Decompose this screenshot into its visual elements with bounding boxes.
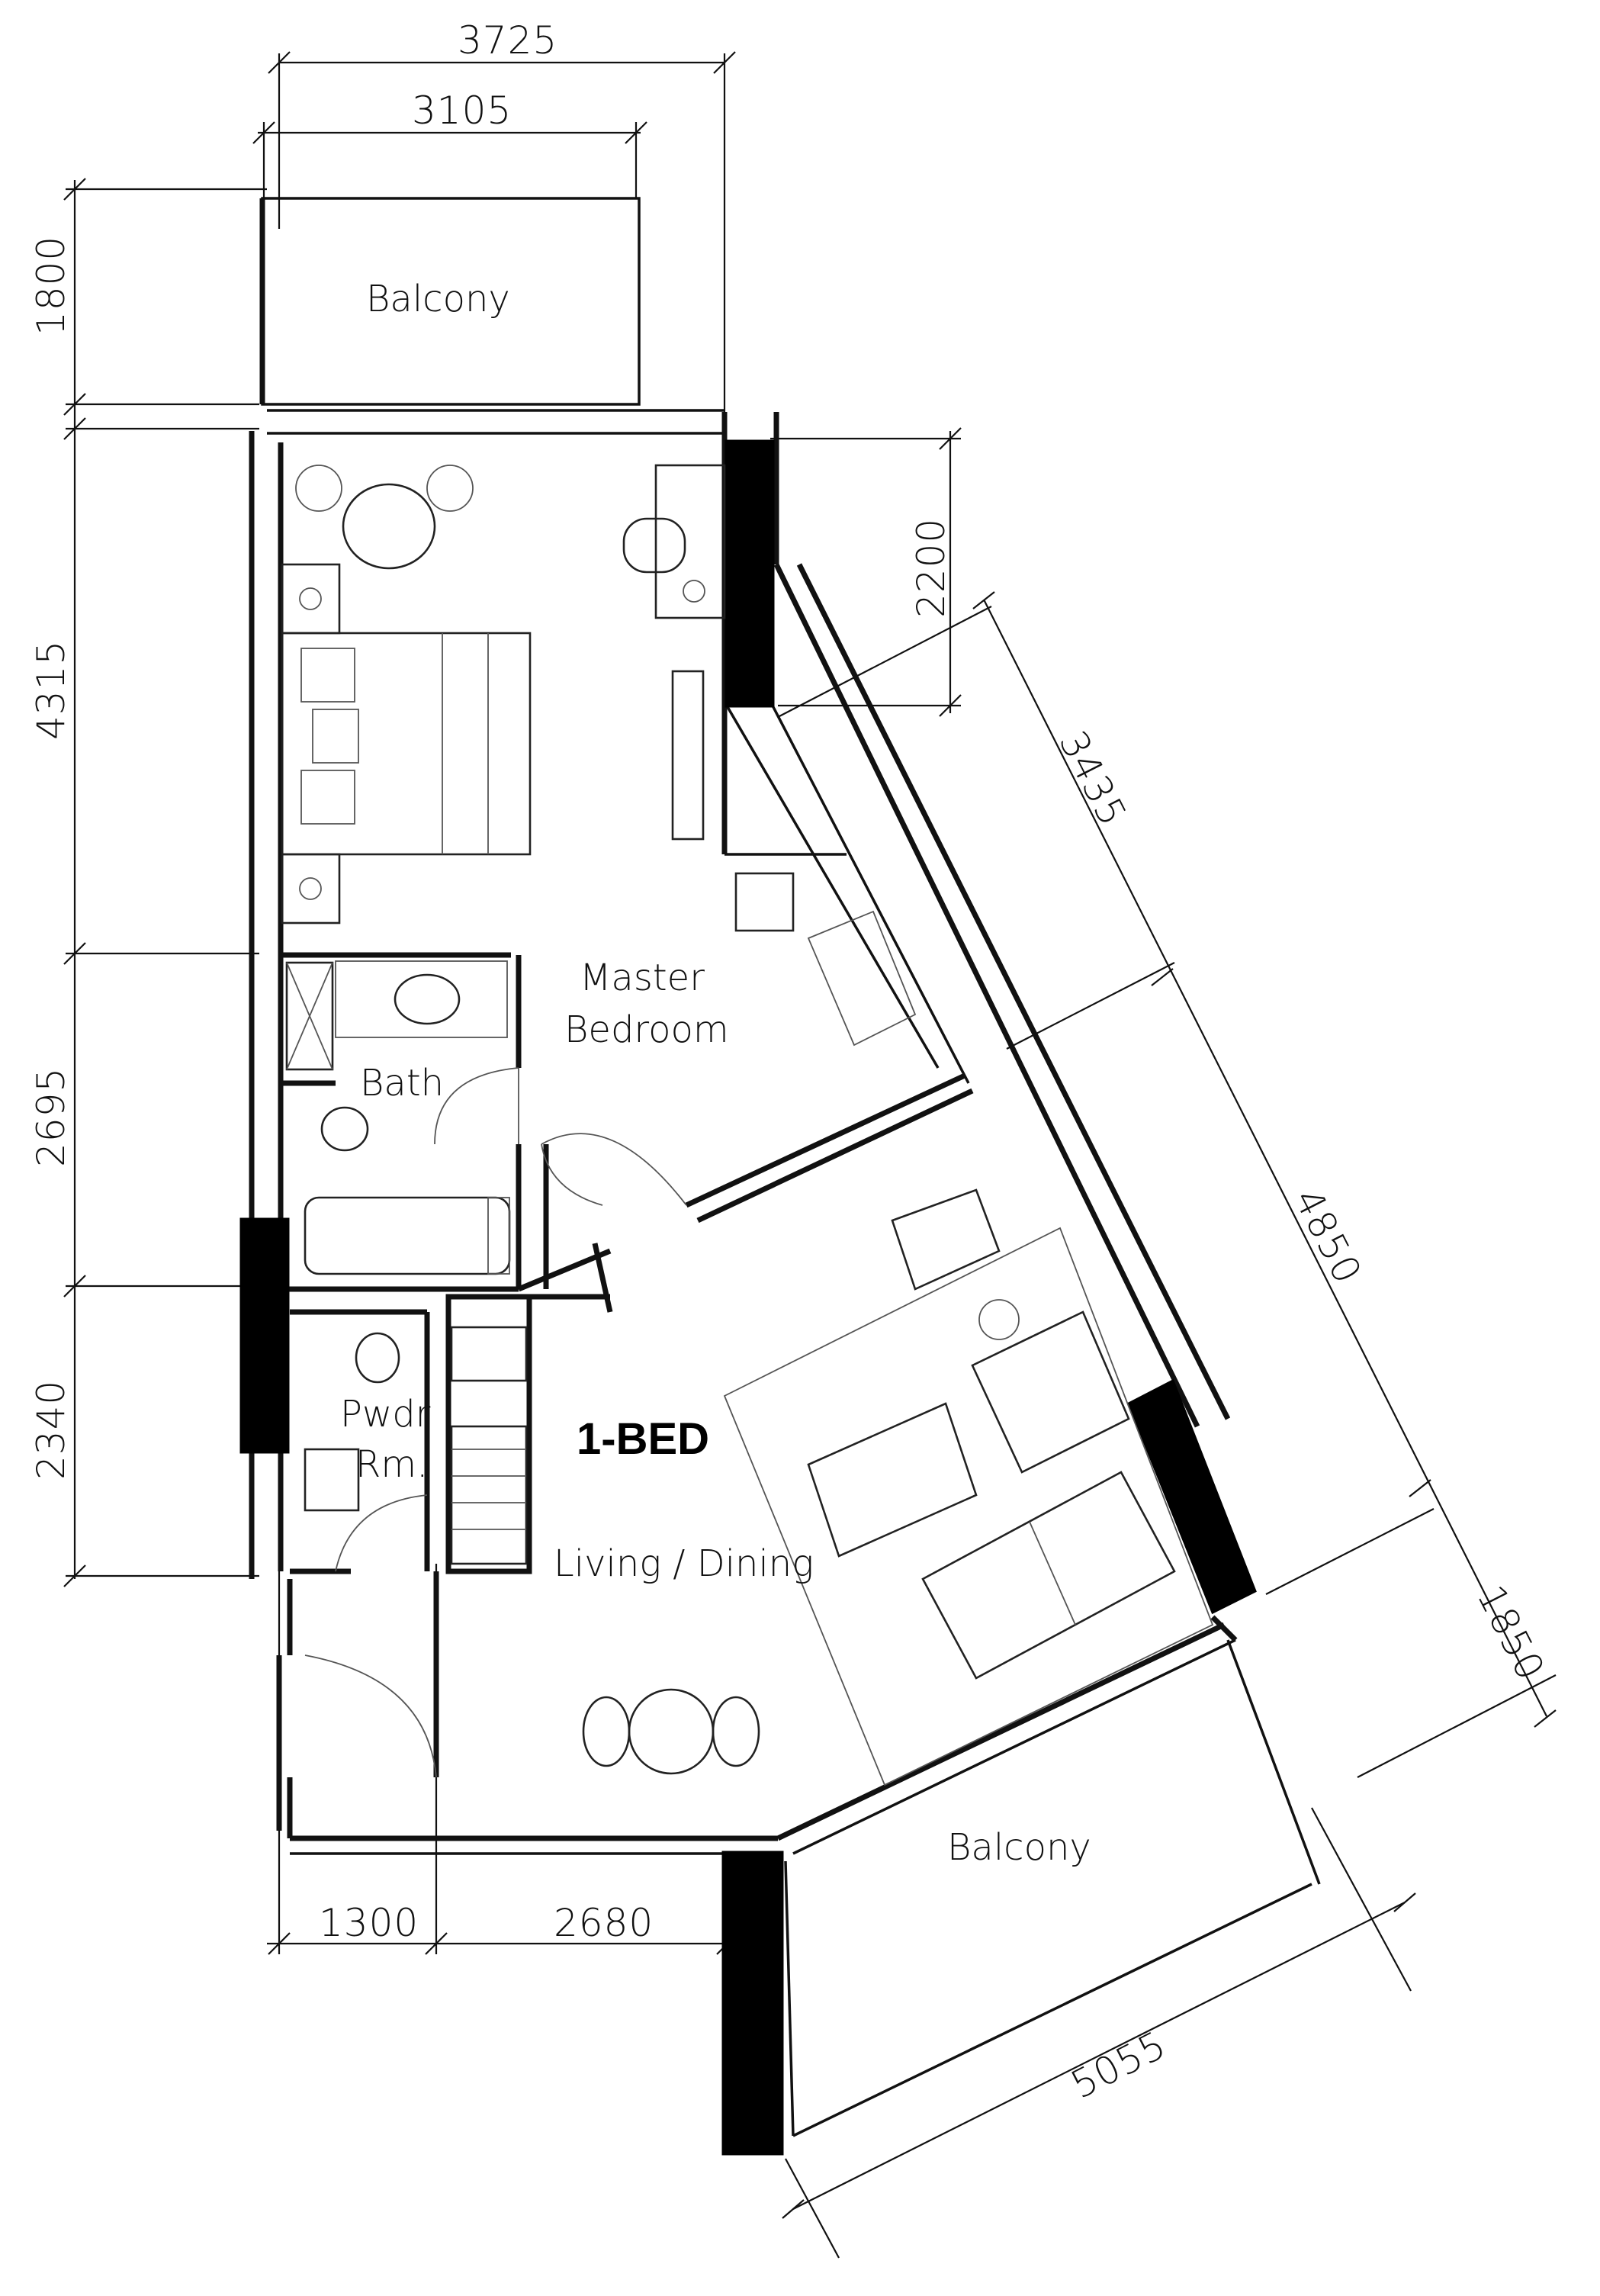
dim-diag-living: 4850	[1285, 1182, 1370, 1291]
dim-right-upper: 2200	[909, 518, 953, 618]
label-balcony-bottom: Balcony	[947, 1826, 1091, 1869]
label-bath: Bath	[360, 1062, 444, 1105]
dim-bottom-balcony: 5055	[1064, 2022, 1173, 2107]
dining-table	[628, 1688, 715, 1775]
dimension-lines	[63, 51, 1557, 2259]
label-powder-line1: Pwdr	[340, 1393, 431, 1436]
bed	[281, 632, 532, 856]
dim-top-balcony: 3105	[412, 88, 512, 133]
label-master-line2: Bedroom	[564, 1008, 729, 1051]
doors	[304, 1067, 687, 1778]
dim-left-powder: 2340	[29, 1380, 73, 1480]
dim-bottom-living: 2680	[554, 1901, 654, 1945]
structural-columns	[239, 439, 1257, 2156]
dim-diag-bedroom: 3435	[1050, 724, 1135, 833]
label-powder-line2: Rm.	[355, 1443, 428, 1486]
label-living-dining: Living / Dining	[554, 1542, 814, 1585]
sofa	[921, 1471, 1176, 1680]
room-labels: Balcony Master Bedroom Bath Pwdr Rm. 1-B…	[340, 278, 1091, 1869]
furniture	[281, 464, 1214, 1786]
label-unit-type: 1-BED	[577, 1414, 709, 1464]
dim-top-overall: 3725	[458, 18, 557, 63]
label-master-line1: Master	[580, 957, 705, 999]
dim-left-balcony: 1800	[29, 236, 73, 336]
dimension-labels: 3725 3105 1800 4315 2695 2340 2200 3435 …	[29, 18, 1553, 2108]
dim-left-bath: 2695	[29, 1067, 73, 1167]
dim-bottom-entry: 1300	[319, 1901, 419, 1945]
dim-diag-balcony: 1850	[1468, 1578, 1553, 1687]
label-balcony-top: Balcony	[366, 278, 510, 320]
dim-left-bedroom: 4315	[29, 640, 73, 740]
